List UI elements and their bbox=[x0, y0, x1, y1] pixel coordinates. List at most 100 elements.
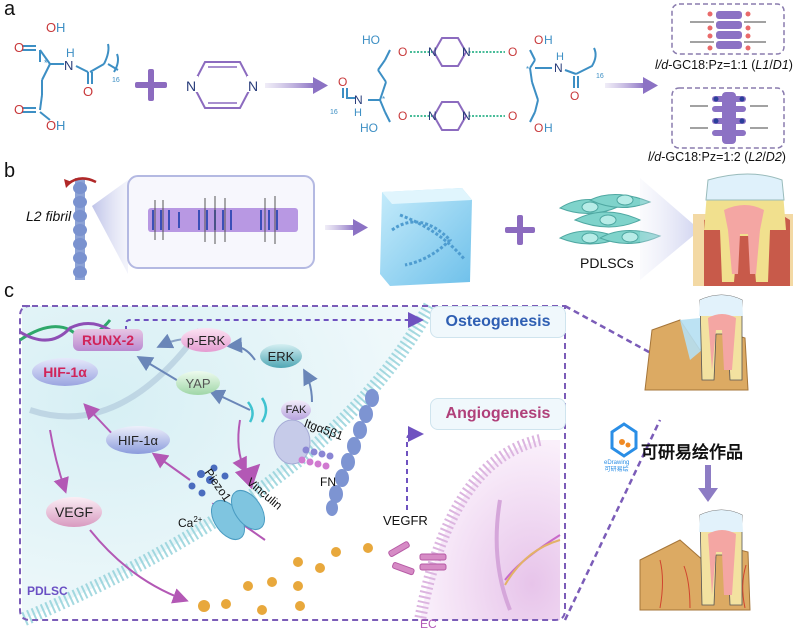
svg-text:16: 16 bbox=[596, 73, 604, 80]
fn-label: FN bbox=[320, 475, 336, 489]
pyrazine-molecule: N N bbox=[184, 61, 261, 109]
ratio-1-1-d: D1 bbox=[772, 58, 789, 72]
calcium-symbol: Ca bbox=[178, 516, 194, 530]
ratio-1-2-label: l/d-GC18:Pz=1:2 (L2/D2) bbox=[648, 150, 786, 164]
panel-c-frame bbox=[19, 305, 566, 621]
piezo1-activation-arrow bbox=[234, 463, 261, 490]
actin-filament-icon bbox=[246, 401, 254, 423]
svg-text:O: O bbox=[398, 45, 407, 59]
ratio-1-1-l: L1 bbox=[755, 58, 770, 72]
ec-cell bbox=[420, 440, 560, 620]
pdlsc-membrane bbox=[19, 302, 437, 627]
ec-label: EC bbox=[420, 617, 437, 631]
ratio-1-2-close: ) bbox=[781, 150, 786, 164]
pdlscs-label: PDLSCs bbox=[580, 255, 634, 271]
hif1a-cytoplasm-node: HIF-1α bbox=[106, 426, 170, 454]
piezo1-channel bbox=[210, 489, 266, 541]
svg-text:O: O bbox=[534, 121, 543, 135]
gc18-oh-top: O bbox=[46, 20, 56, 35]
gc18-pyrazine-complex bbox=[342, 47, 597, 123]
hydrogel-cube bbox=[380, 188, 472, 286]
plus-icon-b bbox=[505, 215, 535, 245]
nucleus-envelope bbox=[29, 328, 203, 420]
panel-a-chemistry: O H O * H N O 16 O O H N N bbox=[14, 3, 785, 149]
svg-text:O: O bbox=[338, 75, 347, 89]
angiogenesis-box: Angiogenesis bbox=[430, 398, 566, 430]
regenerated-tooth bbox=[639, 509, 751, 611]
svg-text:H: H bbox=[354, 107, 362, 119]
calcium-ions bbox=[188, 464, 229, 497]
zoom-cone bbox=[92, 180, 128, 274]
panel-b-letter: b bbox=[4, 160, 16, 182]
gc18-o-top: O bbox=[14, 40, 24, 55]
gc18-o-bottom: O bbox=[14, 102, 24, 117]
ratio-1-1-schematic bbox=[671, 3, 785, 55]
svg-text:H: H bbox=[56, 20, 65, 35]
vegfr-label: VEGFR bbox=[383, 513, 428, 528]
pdlsc-label: PDLSC bbox=[27, 584, 68, 598]
ratio-1-2-text: -GC18:Pz=1:2 ( bbox=[661, 150, 749, 164]
svg-text:H: H bbox=[544, 33, 553, 47]
svg-text:H: H bbox=[544, 121, 553, 135]
svg-text:H: H bbox=[556, 51, 564, 63]
svg-text:HO: HO bbox=[360, 121, 378, 135]
svg-text:N: N bbox=[428, 109, 437, 123]
svg-text:16: 16 bbox=[330, 109, 338, 116]
panel-c-letter: c bbox=[4, 280, 14, 302]
tooth-cone bbox=[640, 178, 700, 280]
complex-pyrazine-top bbox=[432, 37, 468, 67]
svg-text:H: H bbox=[56, 118, 65, 133]
gc18-n: N bbox=[64, 58, 73, 73]
integrin-rods bbox=[298, 446, 334, 470]
calcium-charge: 2+ bbox=[193, 515, 203, 524]
svg-text:*: * bbox=[382, 95, 385, 104]
gc18-molecule bbox=[22, 43, 119, 121]
ratio-1-1-label: l/d-GC18:Pz=1:1 (L1/D1) bbox=[655, 58, 793, 72]
vegfr-receptor bbox=[388, 541, 447, 576]
watermark-caption: 可研易绘作品 bbox=[641, 443, 743, 462]
edrawing-logo-sub: 可研易绘 bbox=[604, 467, 629, 473]
rotation-arrow-icon bbox=[64, 179, 72, 188]
svg-text:H: H bbox=[66, 46, 75, 60]
svg-text:*: * bbox=[44, 58, 48, 68]
ratio-1-2-schematic bbox=[671, 87, 785, 149]
svg-text:O: O bbox=[398, 109, 407, 123]
calcium-label: Ca2+ bbox=[178, 515, 202, 530]
svg-text:O: O bbox=[534, 33, 543, 47]
svg-text:N: N bbox=[354, 93, 363, 107]
svg-text:HO: HO bbox=[362, 33, 380, 47]
panel-c-pathway bbox=[19, 294, 751, 627]
vegf-node: VEGF bbox=[46, 497, 102, 527]
edrawing-logo-name: eDrawing bbox=[604, 460, 630, 466]
ratio-1-1-prefix: l/d bbox=[655, 58, 669, 72]
svg-text:N: N bbox=[554, 61, 563, 75]
ratio-1-1-close: ) bbox=[788, 58, 793, 72]
svg-text:16: 16 bbox=[112, 77, 120, 84]
svg-text:N: N bbox=[462, 45, 471, 59]
vegf-particles bbox=[198, 543, 373, 615]
ec-membrane bbox=[414, 434, 542, 622]
ratio-1-1-slash: / bbox=[769, 58, 773, 72]
osteogenesis-box: Osteogenesis bbox=[430, 306, 566, 338]
hif1a-nucleus-node: HIF-1α bbox=[32, 358, 98, 386]
ec-nucleus-envelope bbox=[494, 499, 512, 611]
runx2-node: RUNX-2 bbox=[73, 329, 143, 351]
ratio-1-2-prefix: l/d bbox=[648, 150, 662, 164]
svg-text:O: O bbox=[508, 109, 517, 123]
arrow-to-hydrogel bbox=[325, 219, 368, 236]
erk-node: ERK bbox=[260, 344, 302, 368]
svg-text:*: * bbox=[526, 65, 529, 74]
ratio-1-2-d: D2 bbox=[765, 150, 782, 164]
gc18-o-amide: O bbox=[83, 84, 93, 99]
complex-pyrazine-bottom bbox=[432, 101, 468, 131]
down-arrow-icon bbox=[698, 465, 718, 502]
fibronectin-helix bbox=[326, 389, 379, 516]
panel-a-letter: a bbox=[4, 0, 16, 20]
plus-icon bbox=[135, 69, 167, 101]
edrawing-logo-text: eDrawing 可研易绘 bbox=[604, 460, 629, 474]
reaction-arrow-1 bbox=[265, 77, 328, 94]
svg-text:N: N bbox=[462, 109, 471, 123]
l2-fibril-label: L2 fibril bbox=[26, 208, 72, 224]
ratio-1-2-slash: / bbox=[762, 150, 766, 164]
tooth-illustration-b bbox=[693, 173, 793, 286]
